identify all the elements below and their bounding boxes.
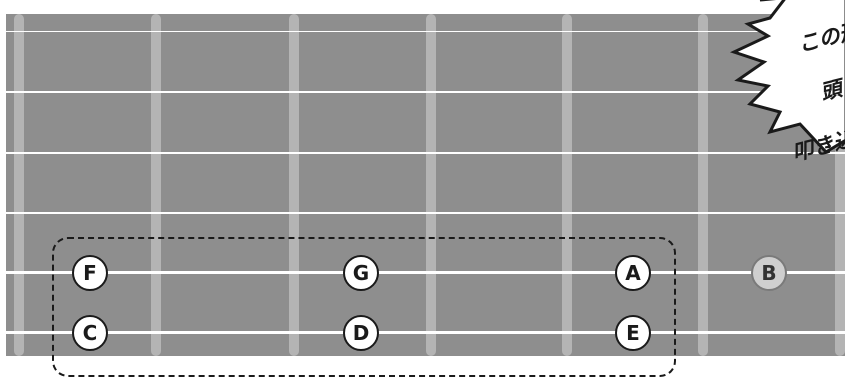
string-4 [6, 212, 845, 214]
string-2 [6, 91, 845, 93]
string-3 [6, 152, 845, 154]
note-g: G [343, 255, 379, 291]
fret-2 [151, 14, 161, 356]
fret-6 [698, 14, 708, 356]
fret-4 [426, 14, 436, 356]
fret-3 [289, 14, 299, 356]
callout-line-3: 叩き込む [789, 121, 845, 166]
note-f: F [72, 255, 108, 291]
note-c: C [72, 315, 108, 351]
fretboard [6, 14, 845, 356]
note-a: A [615, 255, 651, 291]
note-b: B [751, 255, 787, 291]
fret-5 [562, 14, 572, 356]
note-e: E [615, 315, 651, 351]
fret-1 [14, 14, 24, 356]
callout-line-2: 頭に [817, 71, 845, 105]
fret-7 [835, 14, 845, 356]
string-1 [6, 31, 845, 32]
callout-line-1: この形 [795, 18, 845, 57]
string-5 [6, 271, 845, 274]
note-d: D [343, 315, 379, 351]
string-6 [6, 331, 845, 334]
